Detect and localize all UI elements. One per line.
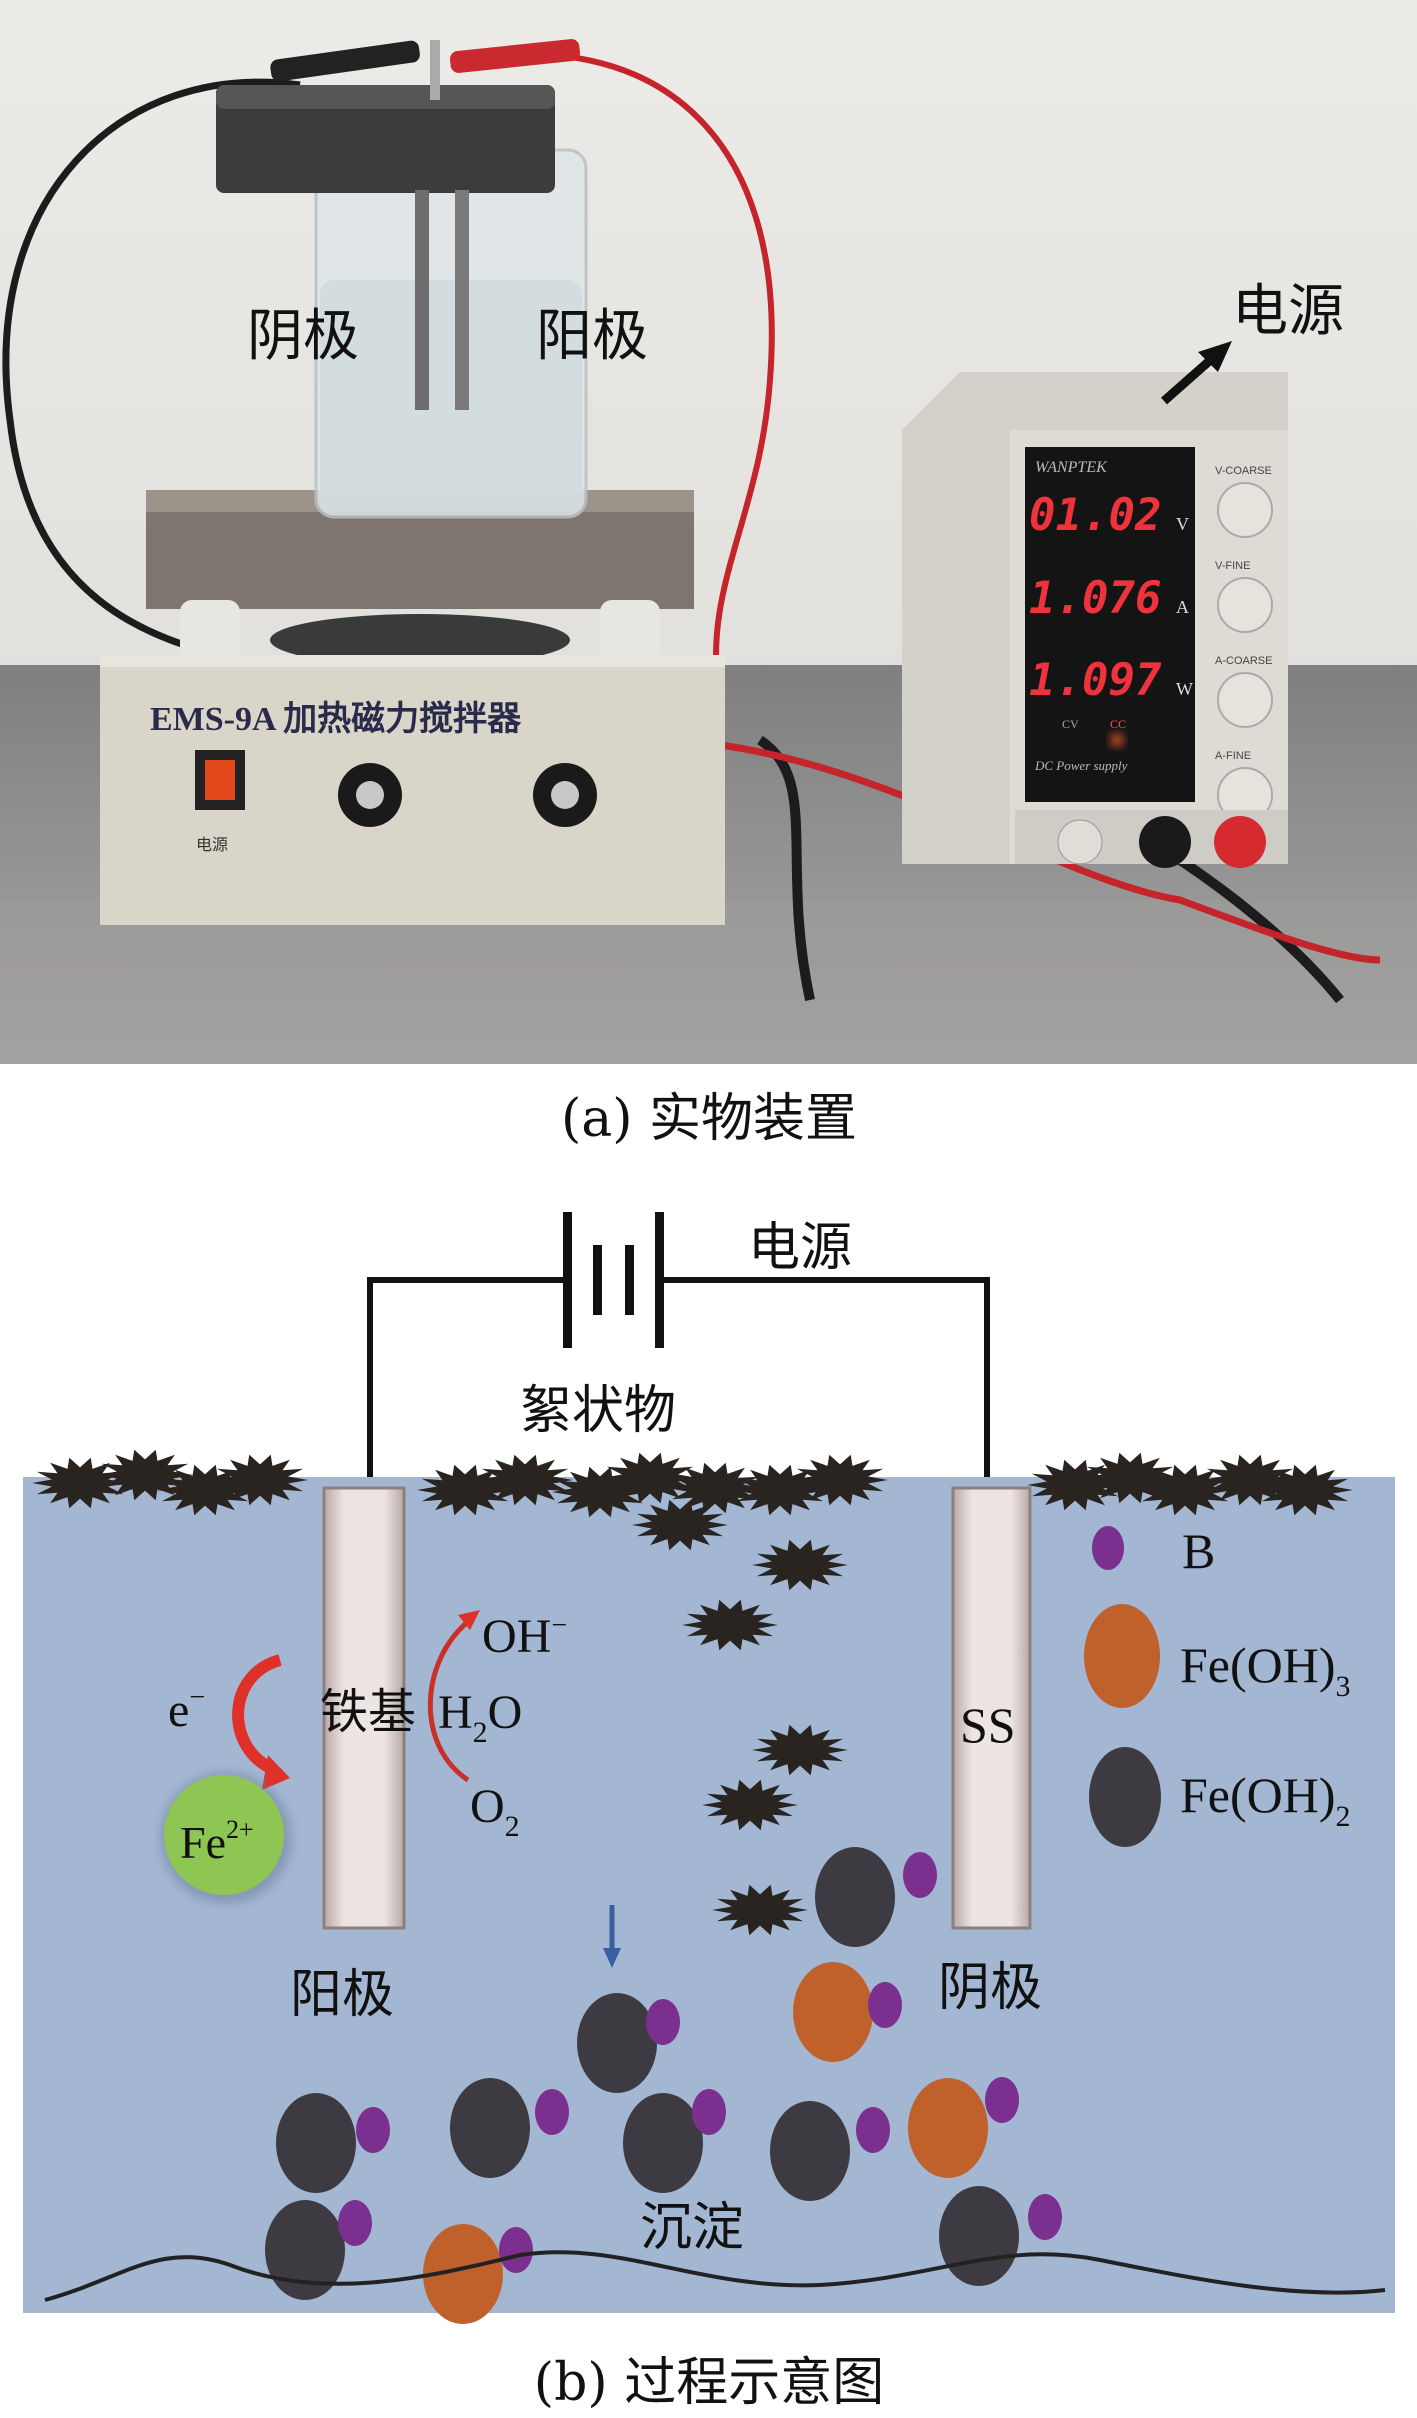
circuit-wire (367, 1277, 990, 1477)
boron-particle (856, 2107, 890, 2153)
power-unit: W (1176, 679, 1193, 699)
cathode-electrode (951, 1486, 1032, 1930)
floc (32, 1457, 128, 1509)
adjust-knob[interactable] (1217, 672, 1273, 728)
dc-power-supply: WANPTEK 01.02 V 1.076 A 1.097 W CV CC DC… (902, 372, 1288, 868)
feoh2-particle (770, 2101, 850, 2201)
on-off-button[interactable] (1057, 819, 1103, 865)
feoh3-particle (423, 2224, 503, 2324)
floc (752, 1724, 848, 1776)
current-unit: A (1176, 597, 1189, 617)
beaker (216, 39, 588, 519)
knob-label: A-COARSE (1215, 655, 1272, 667)
svg-text:Fe(OH)3: Fe(OH)3 (1180, 1637, 1351, 1703)
positive-terminal (1214, 816, 1266, 868)
knob-label: A-FINE (1215, 750, 1251, 762)
settling-arrow-icon (603, 1905, 621, 1968)
water-arrow (427, 1618, 472, 1783)
anode-electrode (322, 1486, 406, 1930)
model-text: DC Power supply (1034, 758, 1128, 773)
boron-particle (868, 1982, 902, 2028)
boron-particle (338, 2200, 372, 2246)
svg-text:B: B (1182, 1523, 1215, 1579)
floc (632, 1499, 728, 1551)
feoh2-particle (577, 1993, 657, 2093)
fe2-ion: Fe2+ (160, 1772, 292, 1904)
floc (602, 1452, 698, 1504)
feoh2-particle (939, 2186, 1019, 2286)
feoh2-particle (265, 2200, 345, 2300)
boron-particle (535, 2089, 569, 2135)
floc (792, 1454, 888, 1506)
floc (732, 1464, 828, 1516)
boron-particle (499, 2227, 533, 2273)
floc (1257, 1464, 1353, 1516)
diagram-power-label: 电源 (748, 1218, 852, 1278)
legend-item-feoh3: Fe(OH)3 (1084, 1604, 1351, 1708)
legend: B Fe(OH)3 Fe(OH)2 (1084, 1523, 1351, 1847)
battery-icon (563, 1212, 664, 1348)
photo-power-label: 电源 (1232, 279, 1344, 344)
stirrer-model-label: EMS-9A 加热磁力搅拌器 (150, 700, 522, 738)
photo-apparatus: EMS-9A 加热磁力搅拌器 电源 WANPTEK 01.02 (0, 0, 1417, 1064)
sediment-label: 沉淀 (640, 2198, 744, 2258)
svg-text:Fe(OH)2: Fe(OH)2 (1180, 1767, 1351, 1833)
boron-particle (903, 1852, 937, 1898)
voltage-readout: 01.02 (1029, 490, 1161, 541)
feoh2-particle (623, 2093, 703, 2193)
knob-label: V-FINE (1215, 560, 1250, 572)
photo-anode-label: 阳极 (536, 304, 648, 369)
floc (752, 1539, 848, 1591)
cc-indicator: CC (1110, 717, 1126, 731)
floc (212, 1454, 308, 1506)
cv-indicator: CV (1062, 717, 1079, 731)
floc (417, 1464, 513, 1516)
floc (97, 1449, 193, 1501)
boron-particle (692, 2089, 726, 2135)
negative-terminal (1139, 816, 1191, 868)
h2o-label: H2O (438, 1686, 522, 1749)
photo-cathode-label: 阴极 (247, 304, 359, 369)
oh-label: OH− (482, 1610, 567, 1663)
voltage-unit: V (1176, 514, 1189, 534)
electron-label: e− (168, 1682, 205, 1737)
electron-arrow (232, 1654, 282, 1776)
floc (477, 1454, 573, 1506)
arrow-icon (1161, 341, 1232, 405)
boron-particle (1028, 2194, 1062, 2240)
adjust-knob[interactable] (1217, 577, 1273, 633)
feoh2-particle (450, 2078, 530, 2178)
anode-label: 阳极 (290, 1965, 394, 2025)
knob-label: V-COARSE (1215, 465, 1272, 477)
floc (1137, 1464, 1233, 1516)
feoh2-particle (276, 2093, 356, 2193)
caption-b: (b) 过程示意图 (534, 2353, 884, 2413)
boron-particle (646, 1999, 680, 2045)
svg-text:Fe2+: Fe2+ (180, 1815, 254, 1868)
floc (702, 1779, 798, 1831)
feoh3-particle (793, 1962, 873, 2062)
stirrer-power-label: 电源 (196, 835, 228, 854)
adjust-knob[interactable] (1217, 482, 1273, 538)
power-readout: 1.097 (1029, 655, 1162, 706)
process-diagram: 电源 絮状物 e− 铁基 H2O OH− O2 SS Fe2+ 阳极 阴极 沉淀 (23, 1212, 1395, 2324)
boron-particle (985, 2077, 1019, 2123)
sediment-line (44, 2250, 1386, 2302)
current-readout: 1.076 (1029, 573, 1161, 624)
floc (682, 1599, 778, 1651)
caption-a: (a) 实物装置 (561, 1089, 857, 1149)
floc-label: 絮状物 (520, 1381, 676, 1441)
legend-item-feoh2: Fe(OH)2 (1089, 1747, 1351, 1847)
legend-item-b: B (1092, 1523, 1215, 1579)
magnetic-stirrer: EMS-9A 加热磁力搅拌器 电源 (100, 490, 725, 925)
cathode-label: 阴极 (938, 1958, 1042, 2018)
feoh3-particle (908, 2078, 988, 2178)
o2-label: O2 (470, 1780, 520, 1843)
feoh2-particle (815, 1847, 895, 1947)
anode-material-label: 铁基 (320, 1684, 416, 1740)
brand-label: WANPTEK (1035, 459, 1108, 476)
cathode-material-label: SS (960, 1697, 1016, 1753)
boron-particle (356, 2107, 390, 2153)
floc (712, 1884, 808, 1936)
